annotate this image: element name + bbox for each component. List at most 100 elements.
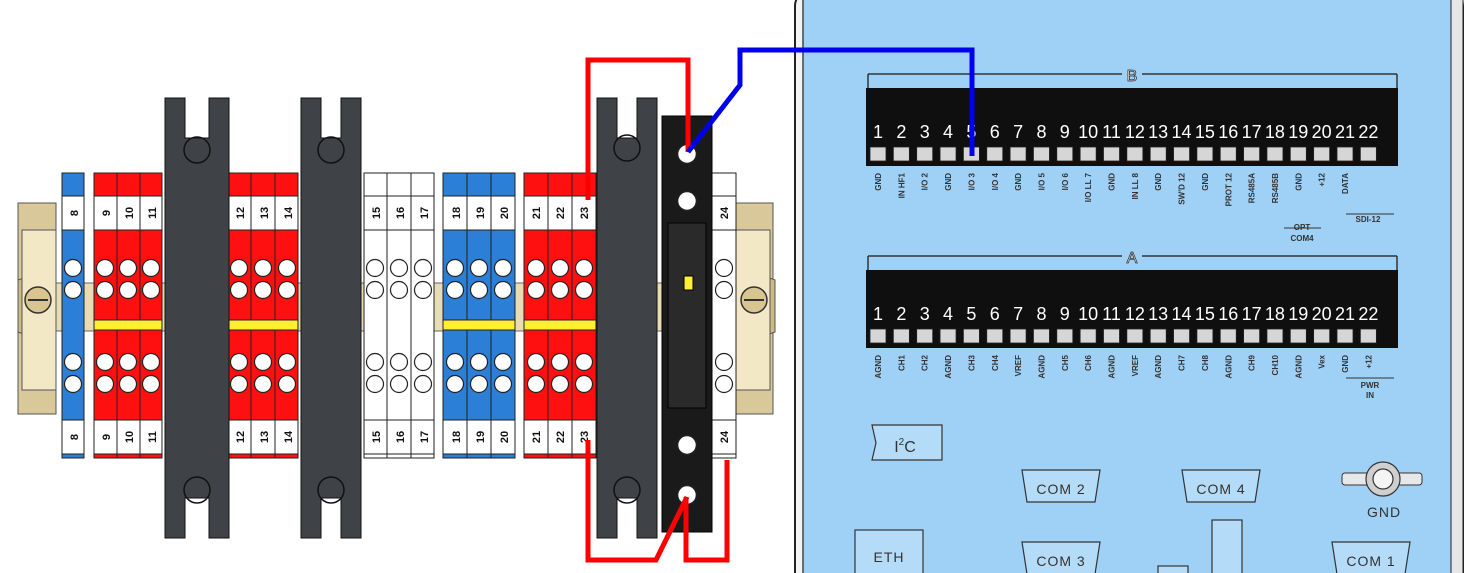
terminal-screw[interactable] xyxy=(1359,328,1377,344)
terminal-label: 16 xyxy=(395,431,407,443)
signal-label: GND xyxy=(1014,173,1023,191)
terminal-screw[interactable] xyxy=(1196,328,1214,344)
terminal-screw[interactable] xyxy=(1149,146,1167,162)
terminal-number: 7 xyxy=(1013,122,1023,142)
terminal-screw[interactable] xyxy=(1219,328,1237,344)
terminal-screw[interactable] xyxy=(1266,328,1284,344)
terminal-screw[interactable] xyxy=(1266,146,1284,162)
terminal-screw[interactable] xyxy=(1009,146,1027,162)
terminal-number: 15 xyxy=(1195,122,1215,142)
terminal-screw[interactable] xyxy=(1289,146,1307,162)
terminal-screw[interactable] xyxy=(1289,328,1307,344)
ground-lug[interactable]: GND xyxy=(1341,461,1423,520)
terminal-screw[interactable] xyxy=(1126,146,1144,162)
terminal-screw[interactable] xyxy=(1313,328,1331,344)
com3-port[interactable]: COM 3 xyxy=(1021,541,1101,573)
signal-label: I/O LL 7 xyxy=(1084,172,1093,202)
terminal-block-15-17[interactable] xyxy=(363,172,435,459)
terminal-label: 17 xyxy=(419,431,431,443)
terminal-screw[interactable] xyxy=(1336,328,1354,344)
terminal-screw[interactable] xyxy=(1009,328,1027,344)
terminal-screw[interactable] xyxy=(1103,328,1120,344)
terminal-label: 8 xyxy=(69,434,81,440)
fuse-terminal[interactable] xyxy=(661,115,713,533)
terminal-block-21-23[interactable] xyxy=(523,172,597,459)
terminal-screw[interactable] xyxy=(986,146,1004,162)
terminal-screw[interactable] xyxy=(1103,146,1120,162)
terminal-screw[interactable] xyxy=(1056,146,1074,162)
terminal-number: 20 xyxy=(1312,304,1332,324)
terminal-label: 19 xyxy=(475,207,487,219)
i2c-label-c: C xyxy=(904,439,916,456)
terminal-number: 4 xyxy=(943,122,953,142)
terminal-screw[interactable] xyxy=(963,328,980,344)
terminal-screw[interactable] xyxy=(1126,328,1144,344)
terminal-screw[interactable] xyxy=(1313,146,1331,162)
signal-label: PROT 12 xyxy=(1224,172,1233,206)
terminal-label: 12 xyxy=(235,431,247,443)
terminal-block-12-14[interactable] xyxy=(227,172,299,459)
signal-label: I/O 2 xyxy=(921,172,930,190)
terminal-screw[interactable] xyxy=(1033,146,1050,162)
signal-label: CH1 xyxy=(897,354,906,371)
terminal-number: 19 xyxy=(1288,304,1308,324)
i2c-port[interactable]: I2C xyxy=(871,424,943,461)
terminal-screw[interactable] xyxy=(1359,146,1377,162)
terminal-screw[interactable] xyxy=(916,328,934,344)
terminal-screw[interactable] xyxy=(869,146,887,162)
terminal-screw[interactable] xyxy=(1243,146,1260,162)
signal-label: AGND xyxy=(1294,355,1303,379)
terminal-number: 8 xyxy=(1036,122,1046,142)
terminal-screw[interactable] xyxy=(1173,328,1190,344)
terminal-number: 18 xyxy=(1265,122,1285,142)
signal-label: AGND xyxy=(874,355,883,379)
terminal-number: 3 xyxy=(920,122,930,142)
terminal-screw[interactable] xyxy=(1056,328,1074,344)
terminal-block-8[interactable] xyxy=(61,172,85,459)
com2-port[interactable]: COM 2 xyxy=(1021,469,1101,503)
terminal-screw[interactable] xyxy=(939,328,957,344)
terminal-block-9-11[interactable] xyxy=(93,172,163,459)
terminal-screw[interactable] xyxy=(1079,146,1097,162)
terminal-screw[interactable] xyxy=(1033,328,1050,344)
separator-plate-3 xyxy=(596,97,658,539)
terminal-number: 5 xyxy=(966,304,976,324)
usb-port[interactable] xyxy=(1157,519,1243,573)
terminal-screw[interactable] xyxy=(869,328,887,344)
terminal-screw[interactable] xyxy=(892,146,910,162)
group-label-sdi12: SDI-12 xyxy=(1356,215,1381,224)
terminal-screw[interactable] xyxy=(1196,146,1214,162)
terminal-label: 15 xyxy=(371,207,383,219)
terminal-number: 14 xyxy=(1172,122,1192,142)
terminal-screw[interactable] xyxy=(986,328,1004,344)
signal-label: CH8 xyxy=(1201,354,1210,371)
com1-port[interactable]: COM 1 xyxy=(1331,541,1411,573)
terminal-label: 9 xyxy=(101,434,113,440)
terminal-screw[interactable] xyxy=(1079,328,1097,344)
terminal-screw[interactable] xyxy=(892,328,910,344)
group-label-in: IN xyxy=(1366,391,1374,400)
terminal-screw[interactable] xyxy=(939,146,957,162)
terminal-label: 21 xyxy=(531,207,543,219)
signal-label: GND xyxy=(1201,173,1210,191)
terminal-block-18-20[interactable] xyxy=(442,172,516,459)
terminal-screw[interactable] xyxy=(1149,328,1167,344)
terminal-screw[interactable] xyxy=(1173,146,1190,162)
terminal-screw[interactable] xyxy=(1243,328,1260,344)
terminal-screw[interactable] xyxy=(1219,146,1237,162)
eth-port[interactable]: ETH xyxy=(854,529,924,573)
terminal-screw[interactable] xyxy=(1336,146,1354,162)
terminal-label: 10 xyxy=(124,431,136,443)
terminal-block-24[interactable] xyxy=(711,172,737,459)
terminal-label: 11 xyxy=(147,207,159,219)
signal-label: CH10 xyxy=(1271,354,1280,375)
com3-label: COM 3 xyxy=(1036,553,1085,569)
signal-label: RS485B xyxy=(1271,173,1280,203)
terminal-screw[interactable] xyxy=(916,146,934,162)
signal-label: CH9 xyxy=(1248,354,1257,371)
com4-port[interactable]: COM 4 xyxy=(1181,469,1261,503)
terminal-label: 20 xyxy=(499,431,511,443)
signal-label: GND xyxy=(1294,173,1303,191)
